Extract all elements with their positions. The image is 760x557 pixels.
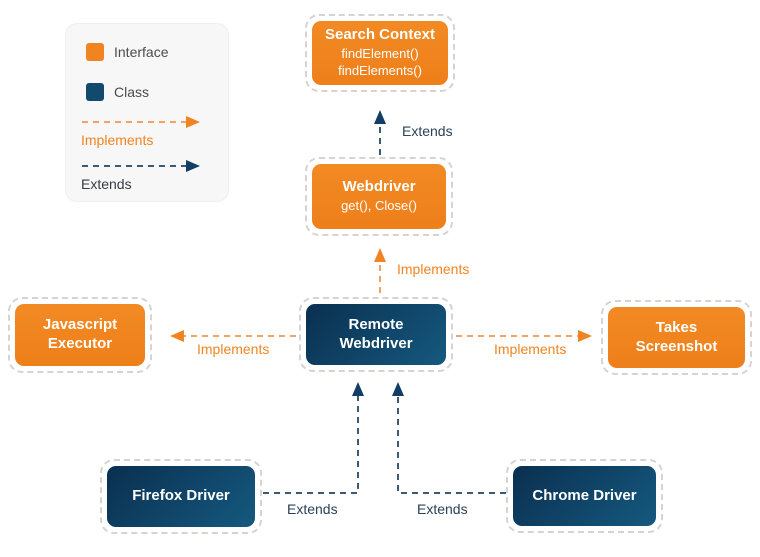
edge-label-implements-middle: Implements: [397, 261, 470, 277]
legend: Interface Class Implements Extends: [65, 23, 229, 202]
edge-firefox-extends-remote: [263, 382, 364, 494]
node-chrome-driver-title: Chrome Driver: [532, 486, 637, 504]
node-search-context-methods: findElement() findElements(): [338, 46, 422, 80]
legend-class-swatch: [86, 83, 104, 101]
edge-label-extends-bottom-right: Extends: [417, 501, 468, 517]
edge-label-implements-left: Implements: [197, 341, 270, 357]
edge-chrome-extends-remote: [392, 382, 506, 494]
node-firefox-driver-title: Firefox Driver: [132, 487, 230, 505]
node-webdriver-methods: get(), Close(): [341, 198, 417, 214]
legend-implements-label: Implements: [81, 132, 154, 148]
node-webdriver: Webdriver get(), Close(): [305, 157, 453, 236]
edge-label-implements-right: Implements: [494, 341, 567, 357]
edge-label-extends-top: Extends: [402, 123, 453, 139]
node-remote-webdriver-title: Remote Webdriver: [339, 315, 413, 352]
node-chrome-driver: Chrome Driver: [506, 459, 663, 533]
node-webdriver-title: Webdriver: [342, 177, 416, 195]
node-javascript-executor-title: Javascript Executor: [42, 316, 118, 352]
legend-class-label: Class: [114, 84, 150, 100]
method-find-elements: findElements(): [338, 63, 422, 79]
node-firefox-driver: Firefox Driver: [100, 459, 262, 534]
node-takes-screenshot-title: Takes Screenshot: [635, 318, 718, 355]
method-find-element: findElement(): [341, 46, 419, 62]
node-search-context: Search Context findElement() findElement…: [305, 14, 455, 92]
node-search-context-title: Search Context: [324, 25, 436, 43]
node-remote-webdriver: Remote Webdriver: [299, 297, 453, 372]
legend-implements-arrow-icon: [82, 116, 200, 128]
legend-interface-label: Interface: [114, 44, 169, 60]
legend-interface-swatch: [86, 43, 104, 61]
edge-label-extends-bottom-left: Extends: [287, 501, 338, 517]
node-javascript-executor: Javascript Executor: [8, 297, 152, 373]
legend-extends-label: Extends: [81, 176, 132, 192]
node-takes-screenshot: Takes Screenshot: [601, 300, 752, 375]
legend-extends-arrow-icon: [82, 160, 200, 172]
